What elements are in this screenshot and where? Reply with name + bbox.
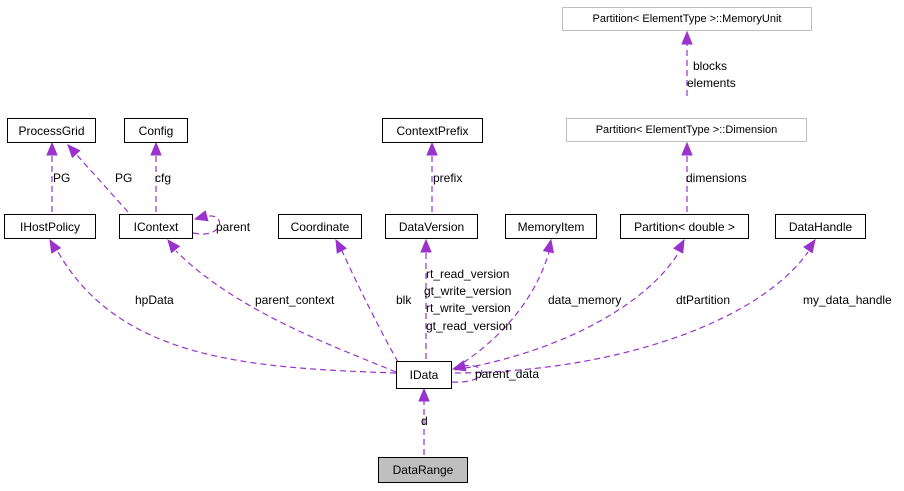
- edge-prefix-arrowhead: [426, 141, 438, 156]
- node-config[interactable]: Config: [124, 118, 188, 143]
- edge-hpdata: [57, 251, 397, 374]
- edge-blk-arrowhead: [335, 238, 347, 254]
- edge-cfg-arrowhead: [150, 141, 162, 156]
- edge-label-cfg: cfg: [155, 171, 172, 185]
- edge-label-pg-right: PG: [115, 171, 133, 185]
- edge-hpdata-arrowhead: [49, 238, 62, 254]
- edge-label-elements: elements: [687, 76, 736, 90]
- node-datarange: DataRange: [378, 457, 468, 483]
- node-processgrid[interactable]: ProcessGrid: [7, 118, 96, 143]
- edge-label-gt-read-version: gt_read_version: [426, 319, 513, 333]
- node-datahandle[interactable]: DataHandle: [775, 214, 866, 239]
- edge-label-dimensions: dimensions: [686, 171, 747, 185]
- edge-label-rt-write-version: rt_write_version: [426, 301, 511, 315]
- edge-my-data-handle: [454, 251, 809, 374]
- edge-parent-context-arrowhead: [167, 238, 181, 254]
- node-dataversion[interactable]: DataVersion: [385, 214, 478, 239]
- edge-blocks-elements-arrowhead: [681, 30, 693, 45]
- node-partition-double[interactable]: Partition< double >: [620, 214, 749, 239]
- edge-label-my-data-handle: my_data_handle: [803, 293, 892, 307]
- edge-label-pg-left: PG: [53, 171, 71, 185]
- edge-label-blk: blk: [396, 293, 412, 307]
- edge-label-prefix: prefix: [433, 171, 463, 185]
- edge-dtpartition-arrowhead: [673, 238, 685, 254]
- node-memoryitem[interactable]: MemoryItem: [505, 214, 597, 239]
- edge-label-data-memory: data_memory: [548, 293, 622, 307]
- edge-pg-right: [75, 153, 129, 213]
- edge-parent-self-arrowhead: [193, 210, 209, 222]
- edge-label-rt-read-version: rt_read_version: [426, 267, 510, 281]
- node-icontext[interactable]: IContext: [119, 214, 193, 239]
- edge-label-blocks: blocks: [693, 59, 728, 73]
- edge-label-gt-write-version: gt_write_version: [424, 284, 512, 298]
- edge-label-d: d: [421, 414, 428, 428]
- node-contextprefix[interactable]: ContextPrefix: [382, 118, 483, 143]
- edge-pg-left-arrowhead: [46, 141, 58, 156]
- edge-parent-context: [175, 250, 397, 373]
- edge-label-parent-context: parent_context: [255, 293, 335, 307]
- edge-dimensions-arrowhead: [681, 141, 693, 156]
- edge-dtpartition: [454, 251, 680, 371]
- edge-versions-arrowhead: [420, 238, 432, 253]
- edge-blk: [341, 250, 399, 363]
- edge-label-hpdata: hpData: [135, 293, 174, 307]
- edge-d-arrowhead: [418, 387, 430, 402]
- edge-label-parent-data: parent_data: [475, 367, 540, 381]
- node-dimension[interactable]: Partition< ElementType >::Dimension: [566, 118, 807, 142]
- edge-label-parent: parent: [216, 220, 251, 234]
- edge-data-memory-arrowhead: [542, 238, 555, 254]
- node-coordinate[interactable]: Coordinate: [278, 214, 362, 239]
- edge-parent-data: [451, 364, 483, 383]
- node-memoryunit[interactable]: Partition< ElementType >::MemoryUnit: [562, 7, 812, 31]
- edge-label-dtpartition: dtPartition: [676, 293, 731, 307]
- edge-data-memory: [454, 251, 550, 369]
- node-idata[interactable]: IData: [396, 361, 452, 389]
- edge-my-data-handle-arrowhead: [803, 238, 816, 254]
- edge-pg-right-arrowhead: [67, 144, 81, 159]
- node-ihostpolicy[interactable]: IHostPolicy: [4, 214, 96, 239]
- edge-parent-data-arrowhead: [451, 360, 467, 372]
- edge-parent-self: [192, 215, 220, 235]
